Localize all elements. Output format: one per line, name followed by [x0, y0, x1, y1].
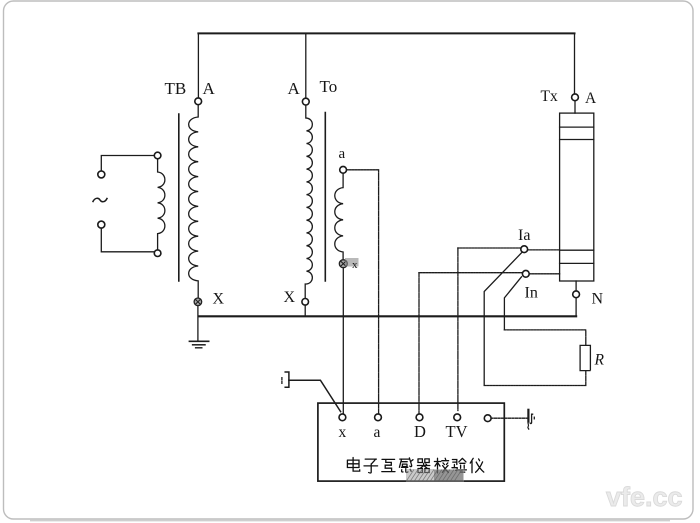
svg-text:R: R — [594, 352, 605, 369]
svg-text:A: A — [203, 79, 216, 98]
svg-text:a: a — [339, 146, 346, 162]
svg-text:In: In — [525, 285, 538, 302]
svg-text:TV: TV — [446, 422, 468, 441]
svg-text:N: N — [592, 291, 604, 308]
svg-text:X: X — [284, 289, 296, 306]
svg-text:TB: TB — [165, 79, 187, 98]
svg-text:x: x — [339, 424, 347, 441]
svg-text:vfe.cc: vfe.cc — [606, 482, 683, 512]
svg-text:Ia: Ia — [518, 227, 530, 244]
svg-text:x: x — [352, 259, 358, 271]
svg-text:a: a — [374, 424, 381, 441]
svg-text:X: X — [213, 291, 225, 308]
svg-text:A: A — [585, 90, 597, 107]
svg-text:To: To — [320, 77, 338, 96]
svg-text:Tx: Tx — [541, 88, 558, 105]
svg-text:D: D — [414, 422, 426, 441]
svg-text:A: A — [288, 79, 301, 98]
